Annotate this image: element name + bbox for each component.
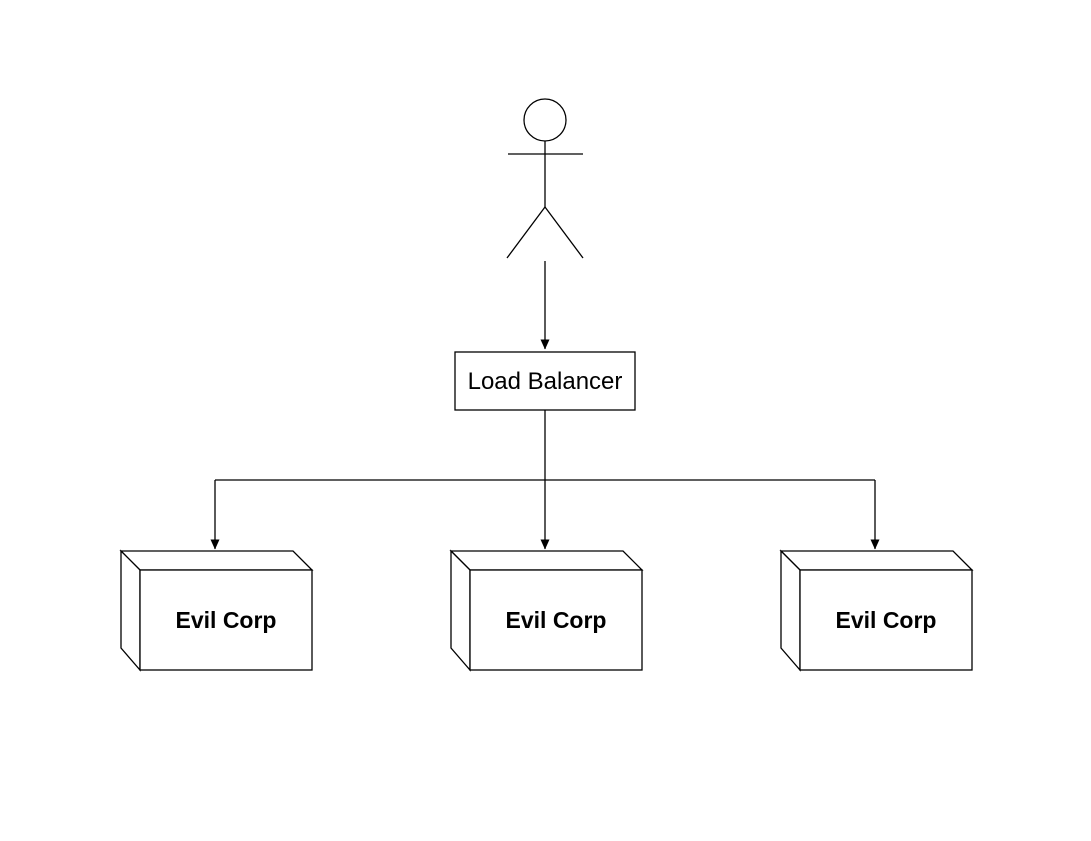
connector-load-balancer-to-nodes — [210, 410, 880, 550]
node-top-face — [779, 550, 974, 571]
node-side-face — [780, 549, 801, 672]
actor-leg-right — [544, 206, 584, 259]
load-balancer-node: Load Balancer — [454, 351, 636, 411]
load-balancer-label: Load Balancer — [468, 368, 623, 395]
server-node-2: Evil Corp — [449, 549, 644, 672]
node-label: Evil Corp — [506, 607, 607, 633]
actor-head — [523, 98, 567, 142]
node-front-face — [799, 569, 973, 671]
node-side-face — [120, 549, 141, 672]
node-top-face — [449, 550, 644, 571]
node-front-face — [139, 569, 313, 671]
node-side-face — [450, 549, 471, 672]
actor-leg-left — [506, 206, 546, 259]
actor-icon — [506, 98, 584, 259]
node-label: Evil Corp — [836, 607, 937, 633]
node-top-face — [119, 550, 314, 571]
load-balancer-box — [454, 351, 636, 411]
server-node-1: Evil Corp — [119, 549, 314, 672]
server-node-3: Evil Corp — [779, 549, 974, 672]
node-label: Evil Corp — [176, 607, 277, 633]
node-front-face — [469, 569, 643, 671]
